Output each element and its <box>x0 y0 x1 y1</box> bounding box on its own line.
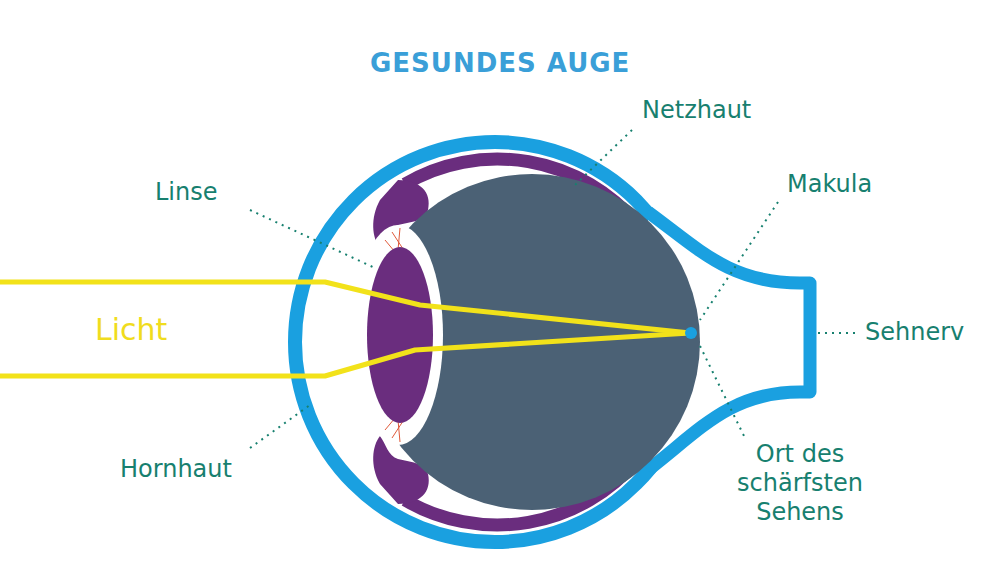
part-label: Netzhaut <box>642 96 751 125</box>
diagram-title: GESUNDES AUGE <box>370 48 630 78</box>
fovea-dot <box>685 327 697 339</box>
part-label: Makula <box>787 170 872 199</box>
part-label: Linse <box>155 178 218 207</box>
part-label: Hornhaut <box>120 455 232 484</box>
lens <box>367 247 433 423</box>
part-label: Licht <box>95 312 167 348</box>
leader-lines <box>250 130 858 448</box>
part-label: Sehnerv <box>865 318 964 347</box>
part-label: Ort des schärfsten Sehens <box>705 440 895 526</box>
lens-gap <box>353 225 443 445</box>
